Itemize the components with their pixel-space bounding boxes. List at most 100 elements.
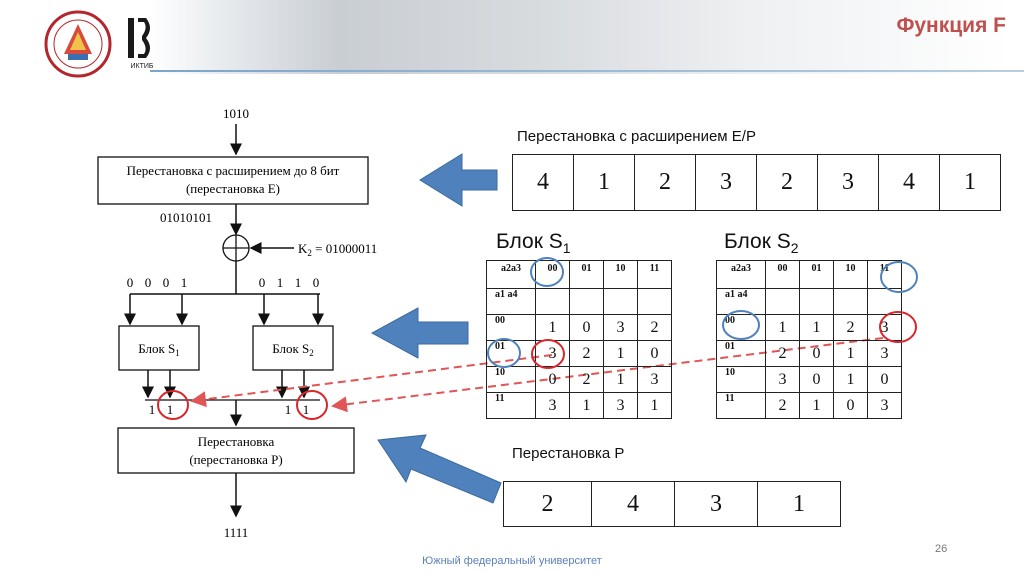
- s1-row-label: 11: [486, 392, 536, 419]
- sbox1-block: [118, 325, 200, 371]
- s1-cell: 2: [569, 340, 604, 367]
- svg-text:1: 1: [277, 275, 284, 290]
- s1-col-header: 01: [569, 260, 604, 289]
- university-seal-icon: [44, 10, 112, 78]
- s1-cell: 0: [569, 314, 604, 341]
- svg-text:0: 0: [259, 275, 266, 290]
- s2-cell: 3: [867, 314, 902, 341]
- table-row: 01 3 2 1 0: [486, 340, 672, 367]
- s2-cell: 3: [765, 366, 800, 393]
- s2-cell: 0: [799, 340, 834, 367]
- footer-university: Южный федеральный университет: [422, 555, 602, 567]
- key-label: K2 = 01000011: [298, 241, 377, 258]
- expansion-box: [97, 156, 369, 205]
- page-title: Функция F: [896, 14, 1006, 37]
- ep-cell: 1: [573, 154, 635, 211]
- s2-table: a2a3 00 01 10 11 a1 a4 00 1 1 2 3 01 2 0…: [716, 260, 902, 419]
- ep-cell: 2: [756, 154, 818, 211]
- s2-cell: 0: [833, 392, 868, 419]
- input-bits: 1010: [223, 106, 249, 121]
- s2-cell: 1: [765, 314, 800, 341]
- table-row: 11 3 1 3 1: [486, 392, 672, 419]
- s2-cell: 1: [799, 314, 834, 341]
- sbox2-label: Блок S2: [272, 341, 314, 358]
- table-row: 11 2 1 0 3: [716, 392, 902, 419]
- s1-col-header: 10: [603, 260, 638, 289]
- header-divider: [150, 70, 1024, 72]
- s1-corner: a2a3: [486, 260, 536, 289]
- p-cell: 3: [674, 481, 758, 527]
- page-number: 26: [935, 543, 948, 555]
- s1-cell: 1: [569, 392, 604, 419]
- p-cell: 1: [757, 481, 841, 527]
- p-cell: 4: [591, 481, 675, 527]
- expansion-box-line1: Перестановка с расширением до 8 бит: [127, 163, 340, 178]
- s1-cell: 0: [535, 366, 570, 393]
- s1-table: a2a3 00 01 10 11 a1 a4 00 1 0 3 2 01 3 2…: [486, 260, 672, 419]
- s1-row-label: 00: [486, 314, 536, 341]
- s2-col-header: 01: [799, 260, 834, 289]
- s2-cell: 2: [765, 340, 800, 367]
- expansion-box-line2: (перестановка Е): [186, 181, 280, 196]
- table-row: 00 1 0 3 2: [486, 314, 672, 341]
- table-row: 01 2 0 1 3: [716, 340, 902, 367]
- s1-row-label-header: a1 a4: [486, 288, 536, 315]
- svg-text:0: 0: [127, 275, 134, 290]
- s2-cell: 3: [867, 340, 902, 367]
- s1-col-header: 11: [637, 260, 672, 289]
- sbox1-out-bit2: 1: [167, 402, 174, 417]
- header-building-photo: [150, 0, 1010, 74]
- output-bits: 1111: [224, 525, 249, 540]
- svg-text:0: 0: [313, 275, 320, 290]
- sbox1-out-bit1: 1: [149, 402, 156, 417]
- s1-cell: 1: [603, 340, 638, 367]
- s1-row-label: 10: [486, 366, 536, 393]
- svg-text:1: 1: [295, 275, 302, 290]
- expanded-bits: 01010101: [160, 210, 212, 225]
- ep-title: Перестановка с расширением Е/Р: [517, 128, 756, 145]
- s1-col-header: 00: [535, 260, 570, 289]
- perm-p-box-line1: Перестановка: [198, 434, 275, 449]
- svg-text:1: 1: [181, 275, 188, 290]
- left-bits: 0 0 0 1: [127, 275, 188, 290]
- s2-cell: 2: [765, 392, 800, 419]
- s1-cell: 3: [535, 392, 570, 419]
- table-row: 00 1 1 2 3: [716, 314, 902, 341]
- s2-row-label: 00: [716, 314, 766, 341]
- s1-cell: 1: [603, 366, 638, 393]
- svg-text:0: 0: [163, 275, 170, 290]
- s2-row-label-header: a1 a4: [716, 288, 766, 315]
- s2-row-label: 01: [716, 340, 766, 367]
- ep-cell: 3: [817, 154, 879, 211]
- s2-row-label: 11: [716, 392, 766, 419]
- blue-arrow-p: [377, 434, 502, 504]
- sbox2-block: [252, 325, 334, 371]
- p-title: Перестановка Р: [512, 445, 625, 462]
- right-bits: 0 1 1 0: [259, 275, 320, 290]
- highlight-circle-s1-out: [157, 390, 189, 420]
- ictib-logo-icon: ИКТИБ: [128, 18, 154, 70]
- sbox2-out-bit1: 1: [285, 402, 292, 417]
- blue-arrow-sbox: [370, 307, 469, 359]
- s2-cell: 1: [799, 392, 834, 419]
- ictib-logo-text: ИКТИБ: [130, 63, 153, 70]
- s2-cell: 1: [833, 340, 868, 367]
- ep-table: 4 1 2 3 2 3 4 1: [512, 154, 1001, 211]
- ep-cell: 2: [634, 154, 696, 211]
- sbox1-label: Блок S1: [138, 341, 180, 358]
- s2-cell: 1: [833, 366, 868, 393]
- ep-cell: 4: [512, 154, 574, 211]
- s2-col-header: 10: [833, 260, 868, 289]
- s2-col-header: 00: [765, 260, 800, 289]
- ep-cell: 1: [939, 154, 1001, 211]
- s2-col-header: 11: [867, 260, 902, 289]
- s1-cell: 3: [535, 340, 570, 367]
- dashed-line-s1: [190, 354, 553, 408]
- table-row: 10 0 2 1 3: [486, 366, 672, 393]
- s1-title: Блок S1: [496, 230, 571, 257]
- s2-cell: 0: [799, 366, 834, 393]
- s2-cell: 3: [867, 392, 902, 419]
- s2-title: Блок S2: [724, 230, 799, 257]
- ep-cell: 4: [878, 154, 940, 211]
- ep-cell: 3: [695, 154, 757, 211]
